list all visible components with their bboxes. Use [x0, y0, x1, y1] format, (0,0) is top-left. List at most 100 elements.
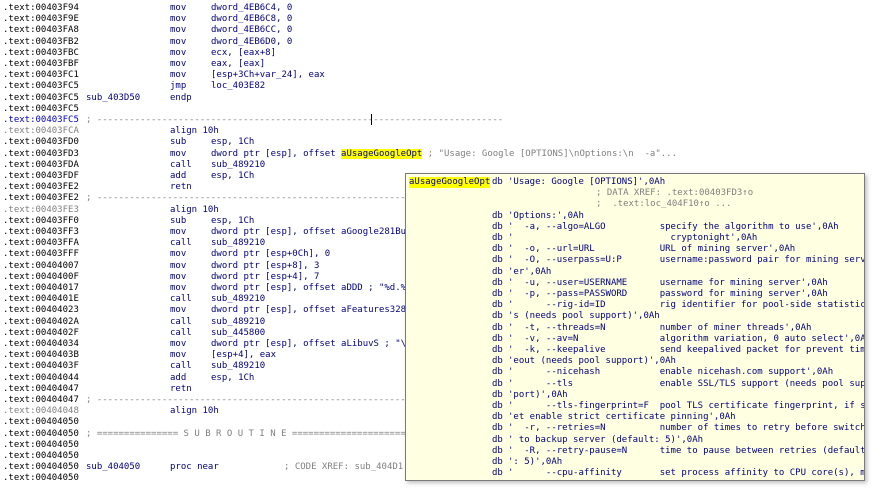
operand[interactable]: esp, 1Ch — [211, 171, 255, 181]
listing-row[interactable]: .text:00404050 — [0, 451, 883, 462]
listing-row[interactable]: .text:00403FC5 — [0, 104, 883, 115]
hint-row: db' -u, --user=USERNAME username for min… — [406, 278, 864, 289]
mnemonic: sub — [170, 215, 187, 226]
listing-row[interactable]: .text:00404047; ------------------------… — [0, 395, 883, 406]
operand[interactable]: dword_4EB6D0, 0 — [211, 36, 293, 47]
operand[interactable]: dword ptr [esp], offset aUsageGoogleOpt … — [211, 148, 677, 159]
hint-row: db' --nicehash enable nicehash.com suppo… — [406, 367, 864, 378]
operand[interactable]: sub_489210 — [211, 361, 266, 372]
operand[interactable]: sub_445800 — [211, 327, 266, 338]
string-value: 'port)',0Ah — [508, 389, 568, 400]
operand[interactable]: esp, 1Ch — [211, 137, 255, 148]
function-label[interactable]: sub_403D50 — [86, 92, 141, 103]
mnemonic: align 10h — [170, 204, 219, 215]
listing-row[interactable]: .text:00404050 — [0, 417, 883, 428]
listing-row[interactable]: .text:00404050; =============== S U B R … — [0, 429, 883, 440]
address-label: .text:00404034 — [3, 339, 79, 349]
operand[interactable]: dword_4EB6C4, 0 — [211, 3, 293, 13]
operand[interactable]: sub_489210 — [211, 316, 266, 327]
operand[interactable]: dword ptr [esp+8], 3 — [211, 260, 320, 271]
address-label: .text:0040402A — [3, 316, 79, 327]
hint-row: db' -r, --retries=N number of times to r… — [406, 423, 864, 434]
operand[interactable]: [esp+3Ch+var_24], eax — [211, 70, 325, 81]
mnemonic: retn — [170, 182, 192, 193]
listing-row[interactable]: .text:00403FE2; ------------------------… — [0, 193, 883, 204]
operand[interactable]: dword ptr [esp], offset aGoogle281Buil — [211, 227, 417, 237]
operand[interactable]: eax, [eax] — [211, 59, 266, 69]
operand[interactable]: sub_489210 — [211, 238, 266, 249]
hint-row: db'er',0Ah — [406, 267, 864, 278]
mnemonic: mov — [170, 148, 187, 159]
operand[interactable]: dword ptr [esp+0Ch], 0 — [211, 249, 331, 260]
operand[interactable]: sub_489210 — [211, 294, 266, 305]
address-label: .text:00403FC5 — [3, 103, 79, 114]
operand[interactable]: dword_4EB6C8, 0 — [211, 14, 293, 25]
operand[interactable]: esp, 1Ch — [211, 372, 255, 383]
db-directive: db — [492, 345, 503, 355]
hint-row: db' -a, --algo=ALGO specify the algorith… — [406, 222, 864, 233]
operand[interactable]: ecx, [eax+8] — [211, 47, 277, 58]
operand[interactable]: dword ptr [esp+4], 7 — [211, 271, 320, 282]
operand[interactable]: loc_403E82 — [211, 81, 266, 92]
listing-row[interactable]: .text:00404050 — [0, 473, 883, 484]
address-label: .text:00403FD0 — [3, 137, 79, 148]
operand[interactable]: dword ptr [esp], offset aLibuvS ; "\nl — [211, 339, 417, 349]
hint-row: db' --rig-id=ID rig identifier for pool-… — [406, 300, 864, 311]
operand[interactable]: sub_489210 — [211, 159, 266, 170]
operand[interactable]: esp, 1Ch — [211, 215, 255, 226]
listing-row[interactable]: .text:00404050 — [0, 440, 883, 451]
string-value: 's (needs pool support)',0Ah — [508, 311, 660, 322]
hint-row: db' --tls-fingerprint=F pool TLS certifi… — [406, 401, 864, 412]
address-label: .text:0040401E — [3, 294, 79, 305]
operand[interactable]: dword_4EB6CC, 0 — [211, 25, 293, 36]
highlighted-symbol[interactable]: aUsageGoogleOpt — [341, 148, 423, 159]
separator-comment: ; --------------------------------------… — [86, 395, 504, 405]
listing-row[interactable]: .text:00403FC5; ------------------------… — [0, 115, 883, 126]
hint-row: db' --cpu-affinity set process affinity … — [406, 468, 864, 479]
string-value: ' --tls-fingerprint=F pool TLS certifica… — [508, 401, 865, 411]
string-value: ' -R, --retry-pause=N time to pause betw… — [508, 445, 865, 456]
operand[interactable]: dword ptr [esp], offset aFeatures328it — [211, 305, 417, 316]
function-label[interactable]: sub_404050 — [86, 462, 141, 473]
address-label: .text:00403FC5 — [3, 81, 79, 92]
operand[interactable]: [esp+4], eax — [211, 350, 277, 361]
string-value: ' --rig-id=ID rig identifier for pool-si… — [508, 300, 865, 311]
operand[interactable]: dword ptr [esp], offset aDDD ; "%d.% — [211, 283, 407, 293]
mnemonic: proc near — [170, 462, 219, 473]
db-directive: db — [492, 233, 503, 243]
